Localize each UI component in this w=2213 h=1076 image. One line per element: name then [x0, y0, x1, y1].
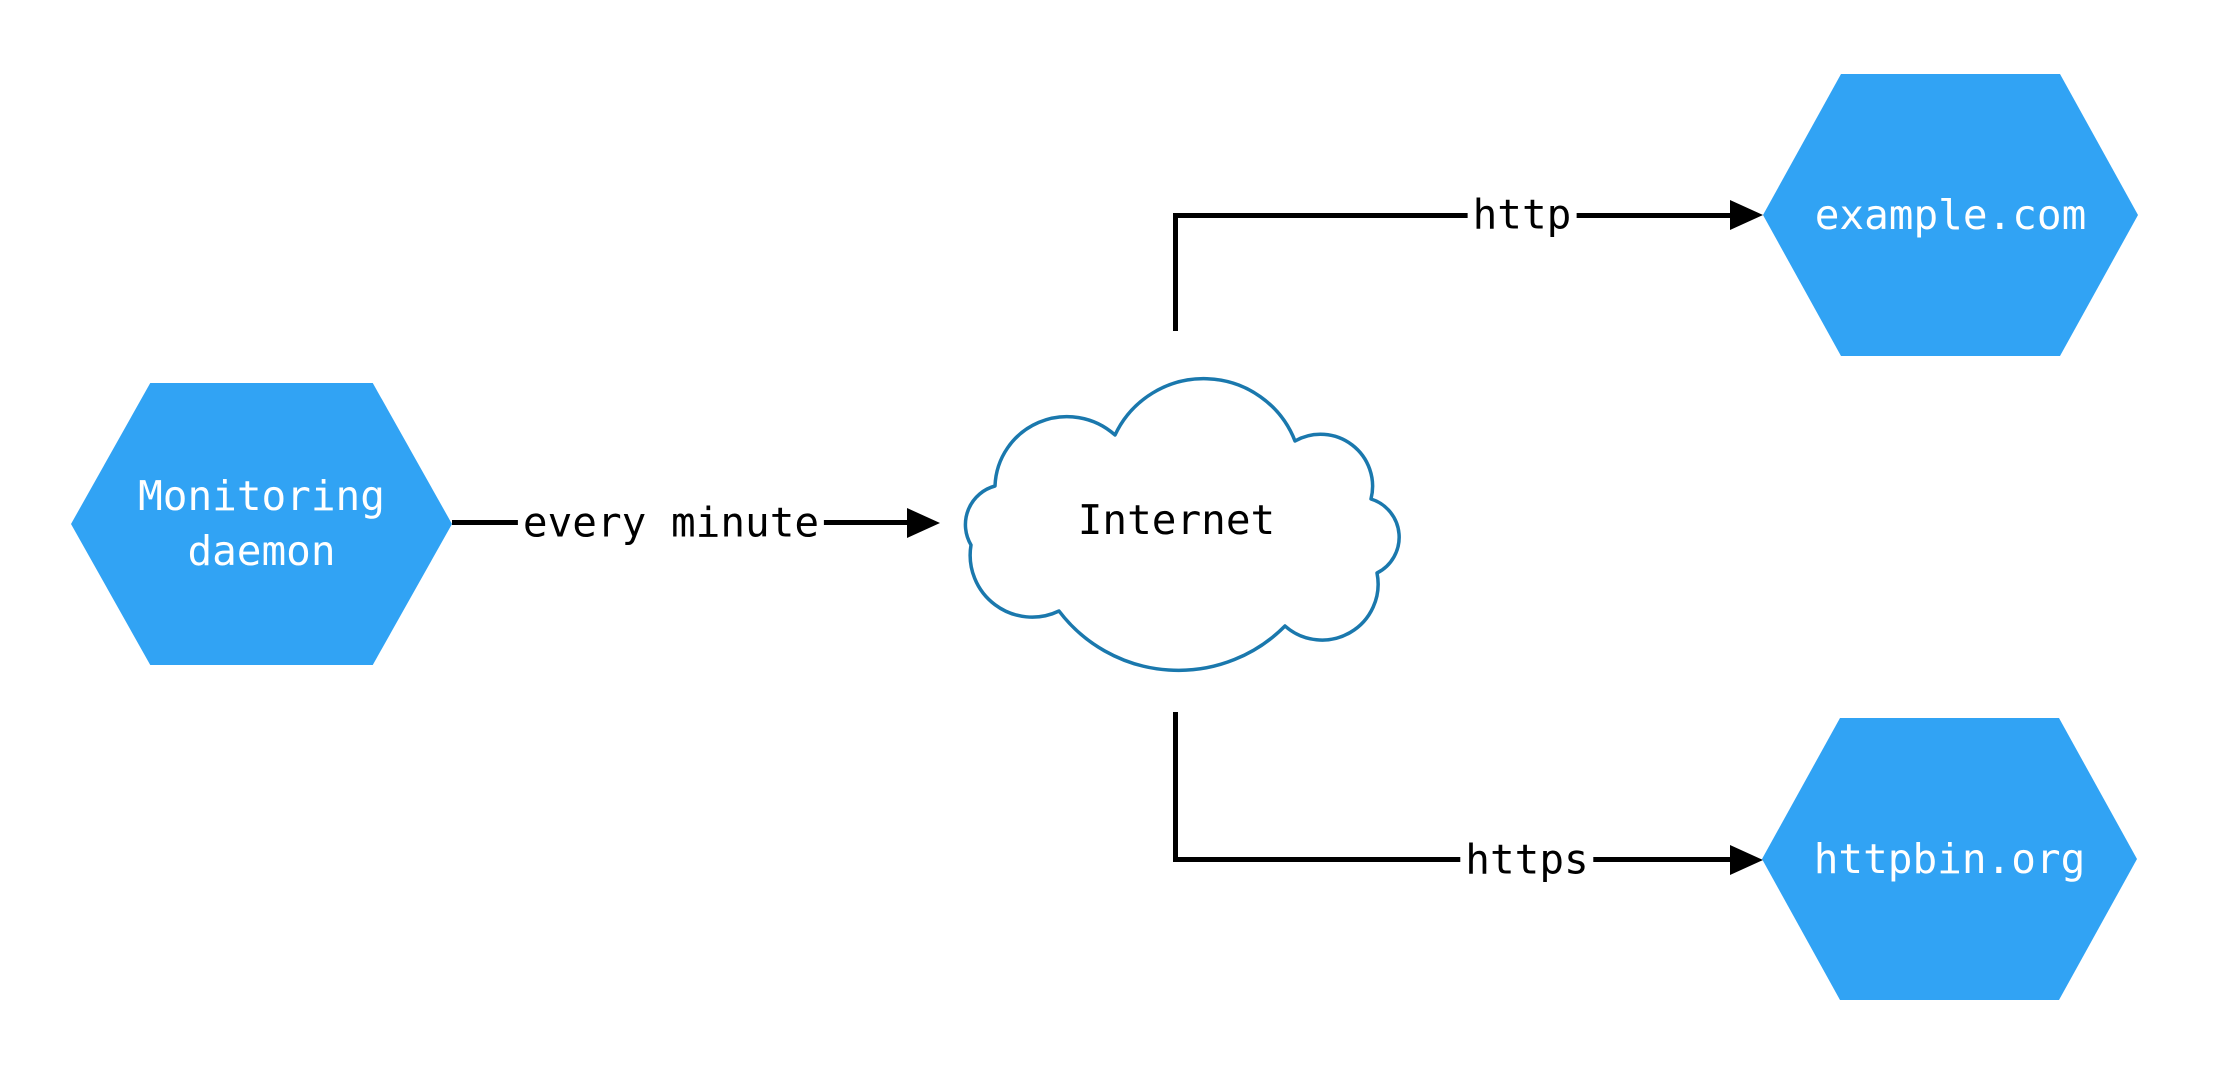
- arrowhead-icon: [1730, 200, 1763, 230]
- http-edge-line-horizontal: [1173, 213, 1732, 218]
- cloud-icon: [963, 376, 1401, 673]
- https-edge-line-horizontal: [1173, 857, 1732, 862]
- httpbin-org-node: httpbin.org: [1762, 718, 2137, 1000]
- http-edge-label: http: [1467, 189, 1577, 241]
- https-edge-label: https: [1460, 834, 1594, 886]
- https-edge-line-vertical: [1173, 712, 1178, 862]
- monitoring-daemon-label: Monitoring daemon: [138, 472, 385, 575]
- example-com-node: example.com: [1763, 74, 2138, 356]
- internet-label: Internet: [1077, 496, 1276, 544]
- arrowhead-icon: [907, 508, 940, 538]
- every-minute-edge-label: every minute: [517, 497, 825, 549]
- example-com-label: example.com: [1814, 190, 2087, 239]
- arrowhead-icon: [1730, 845, 1763, 875]
- internet-cloud-node: Internet: [943, 376, 1410, 673]
- httpbin-org-label: httpbin.org: [1813, 834, 2086, 883]
- http-edge-line-vertical: [1173, 213, 1178, 331]
- monitoring-daemon-node: Monitoring daemon: [71, 383, 452, 665]
